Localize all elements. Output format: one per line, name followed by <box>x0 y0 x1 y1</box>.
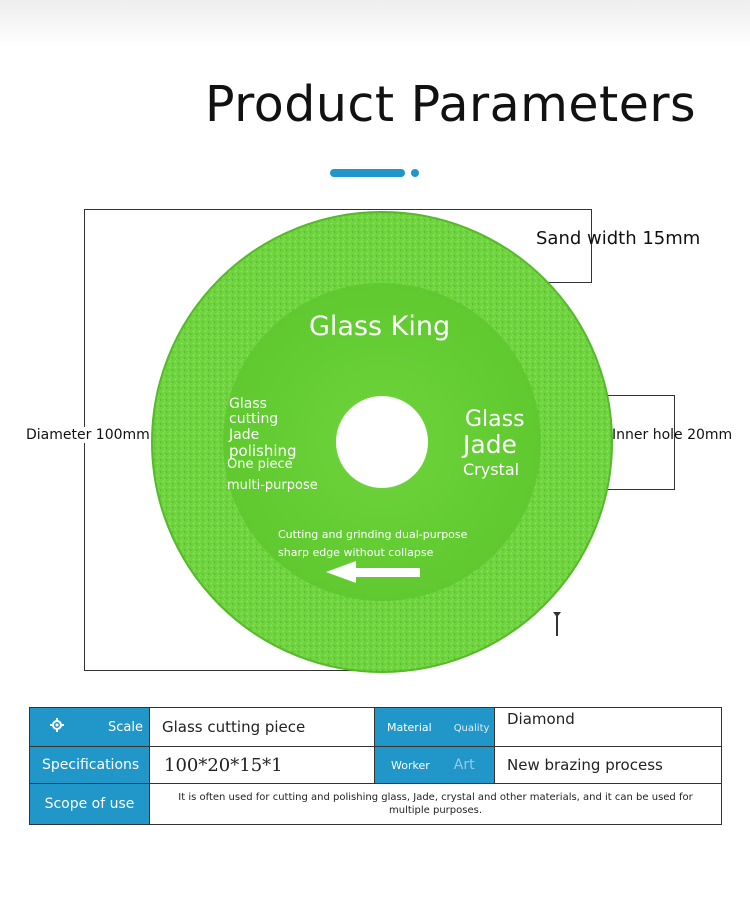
title-underline-dash <box>330 169 405 177</box>
disc-left-line-3: Jade <box>229 427 260 443</box>
title-underline-dot <box>411 169 419 177</box>
inner-hole-bracket-right <box>674 395 675 490</box>
diameter-bracket-top <box>84 209 592 210</box>
art-label: Art <box>453 757 475 773</box>
diameter-label: Diameter 100mm <box>26 427 150 443</box>
inner-hole-label: Inner hole 20mm <box>612 427 733 443</box>
material-label: Material <box>387 720 432 734</box>
disc-graphic <box>151 211 613 673</box>
disc-bottom-line-2: sharp edge without collapse <box>278 546 434 559</box>
material-value: Diamond <box>494 707 722 747</box>
scale-header: Scale <box>29 707 150 747</box>
left-arrow-icon <box>326 561 420 583</box>
table-row: Scope of use It is often used for cuttin… <box>29 783 722 825</box>
worker-label: Worker <box>391 759 430 772</box>
quality-label: Quality <box>453 722 490 734</box>
table-row: Scale Glass cutting piece Material Qualit… <box>29 707 722 747</box>
disc-center-hole <box>336 396 428 488</box>
cutting-disc <box>151 211 613 673</box>
disc-bottom-line-1: Cutting and grinding dual-purpose <box>278 528 468 541</box>
disc-brand: Glass King <box>309 311 451 342</box>
scope-label: Scope of use <box>29 783 150 825</box>
disc-right-line-3: Crystal <box>463 460 520 479</box>
scale-label: Scale <box>108 719 143 735</box>
disc-left-line-2: cutting <box>229 411 279 427</box>
table-row: Specifications 100*20*15*1 Worker Art New… <box>29 746 722 784</box>
scale-value: Glass cutting piece <box>149 707 375 747</box>
disc-left-line-6: multi-purpose <box>227 478 318 493</box>
material-header: Material Quality <box>374 707 495 747</box>
worker-header: Worker Art <box>374 746 495 784</box>
disc-left-line-4: polishing <box>229 442 297 460</box>
diameter-bracket-bottom <box>84 670 402 671</box>
scope-value: It is often used for cutting and polishi… <box>149 783 722 825</box>
sand-width-label: Sand width 15mm <box>536 228 701 249</box>
disc-left-line-5: One piece <box>227 457 293 472</box>
worker-value: New brazing process <box>494 746 722 784</box>
page-title: Product Parameters <box>205 76 697 133</box>
bottom-right-mark <box>553 612 561 636</box>
disc-right-line-1: Glass <box>465 407 525 432</box>
parameters-table: Scale Glass cutting piece Material Qualit… <box>29 707 722 825</box>
sand-width-bracket-right <box>591 209 592 283</box>
disc-right-line-2: Jade <box>463 430 517 459</box>
spec-value: 100*20*15*1 <box>149 746 375 784</box>
top-fade <box>0 0 750 48</box>
spec-label: Specifications <box>29 746 150 784</box>
disc-left-line-1: Glass <box>229 396 267 412</box>
gear-icon <box>50 718 64 732</box>
